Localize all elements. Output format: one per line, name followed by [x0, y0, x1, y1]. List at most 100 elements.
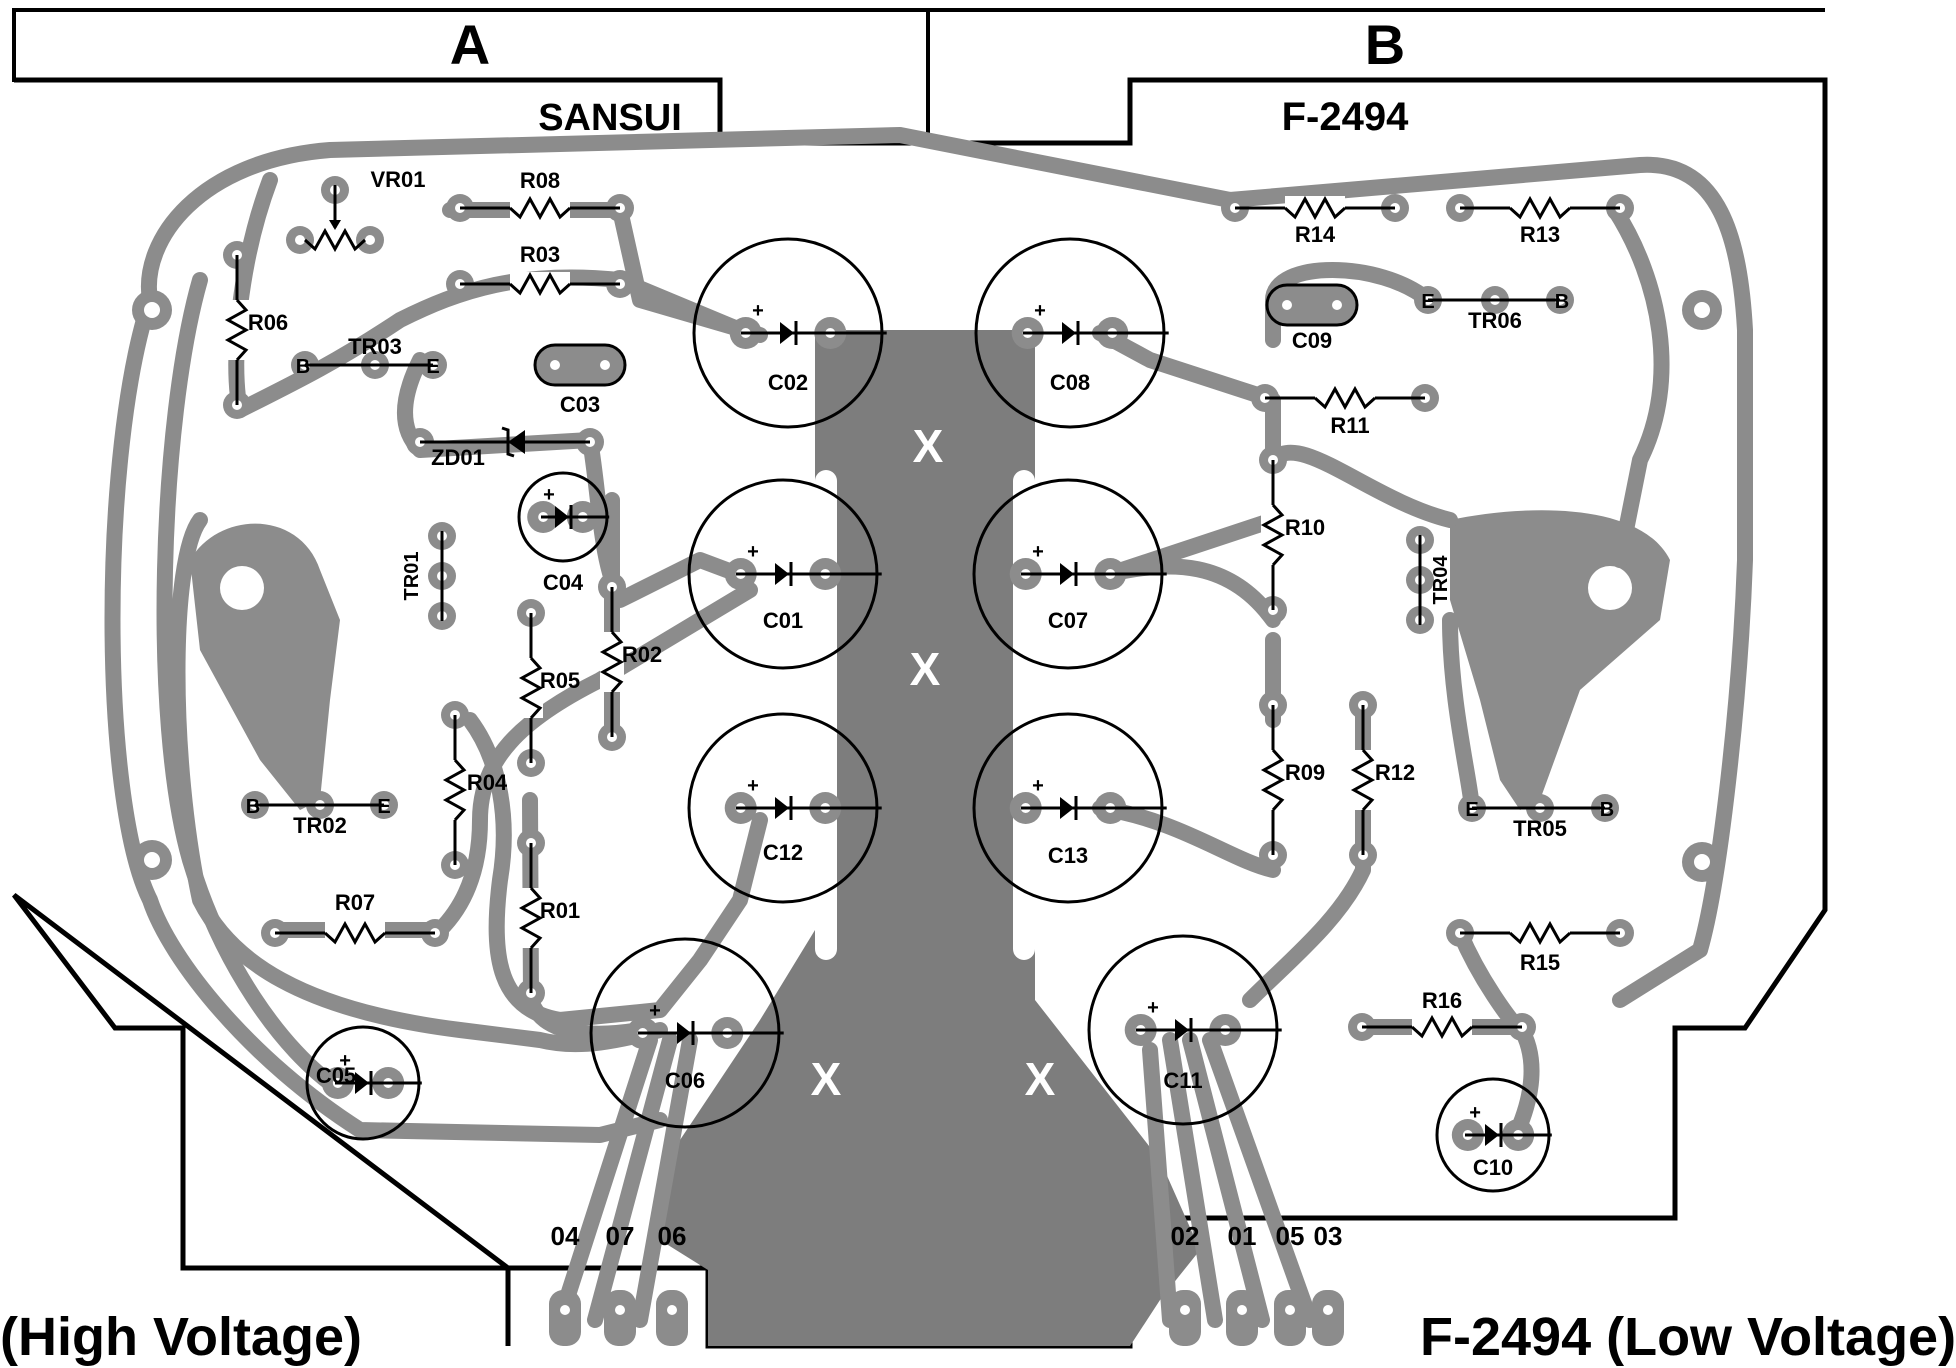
svg-text:B: B	[1600, 799, 1614, 821]
header-section-b: B F-2494	[928, 8, 1825, 145]
terminal-07: 07	[604, 1221, 636, 1346]
component-ref-label: R02	[622, 642, 662, 667]
component-ref-label: R05	[540, 668, 580, 693]
component-ref-label: R01	[540, 898, 580, 923]
mounting-hole	[1588, 566, 1632, 610]
component-r02: R02	[598, 573, 662, 751]
svg-text:B: B	[246, 796, 260, 818]
component-ref-label: R04	[467, 770, 508, 795]
svg-text:+: +	[747, 775, 759, 797]
component-r04: R04	[441, 701, 508, 879]
caption-right: F-2494 (Low Voltage)	[1420, 1307, 1956, 1367]
component-ref-label: C10	[1473, 1155, 1513, 1180]
component-c07: +C07	[972, 478, 1167, 670]
section-label-a: A	[450, 13, 490, 76]
svg-text:03: 03	[1314, 1221, 1343, 1251]
ground-plane	[660, 330, 1200, 1346]
svg-text:+: +	[649, 1000, 661, 1022]
component-vr01: VR01	[286, 167, 426, 254]
component-ref-label: R12	[1375, 760, 1415, 785]
component-ref-label: TR03	[348, 334, 402, 359]
svg-text:E: E	[1465, 799, 1478, 821]
svg-text:+: +	[1034, 300, 1046, 322]
component-ref-label: R09	[1285, 760, 1325, 785]
svg-text:X: X	[910, 643, 941, 695]
component-r11: R11	[1251, 384, 1439, 438]
component-ref-label: R08	[520, 168, 560, 193]
component-ref-label: R10	[1285, 515, 1325, 540]
terminal-01: 01	[1226, 1221, 1258, 1346]
terminal-03: 03	[1312, 1221, 1344, 1346]
component-tr01: TR01	[401, 522, 456, 630]
component-tr04: TR04	[1406, 526, 1452, 634]
component-c04: +C04	[517, 471, 610, 595]
component-c09: C09	[1265, 283, 1359, 353]
component-r05: R05	[517, 599, 580, 777]
component-ref-label: VR01	[370, 167, 425, 192]
svg-text:05: 05	[1276, 1221, 1305, 1251]
component-ref-label: C01	[763, 608, 803, 633]
svg-text:X: X	[913, 420, 944, 472]
terminal-05: 05	[1274, 1221, 1306, 1346]
caption-right-text: F-2494 (Low Voltage)	[1420, 1307, 1956, 1367]
component-c10: + C10	[1435, 1077, 1552, 1193]
terminal-02: 02	[1169, 1221, 1201, 1346]
component-ref-label: ZD01	[431, 445, 485, 470]
component-ref-label: R13	[1520, 222, 1560, 247]
section-label-b: B	[1365, 13, 1405, 76]
component-c03: C03	[533, 343, 627, 417]
component-r06: R06	[223, 241, 288, 419]
mounting-holes	[132, 290, 1722, 882]
component-ref-label: C09	[1292, 328, 1332, 353]
component-ref-label: TR06	[1468, 308, 1522, 333]
component-c12: + C12	[687, 712, 882, 904]
svg-text:E: E	[426, 356, 439, 378]
component-r01: R01	[517, 829, 580, 1007]
svg-text:01: 01	[1228, 1221, 1257, 1251]
component-ref-label: R15	[1520, 950, 1560, 975]
component-r10: R10	[1259, 446, 1325, 624]
component-c11: +C11	[1087, 934, 1282, 1126]
component-ref-label: C02	[768, 370, 808, 395]
caption-left-text: (High Voltage)	[0, 1307, 362, 1367]
component-ref-label: R03	[520, 242, 560, 267]
caption-left: (High Voltage)	[0, 1307, 520, 1367]
terminal-06: 06	[656, 1221, 688, 1346]
component-r08: R08	[446, 168, 634, 222]
mounting-hole	[220, 566, 264, 610]
component-ref-label: C03	[560, 392, 600, 417]
component-c02: + C02	[692, 237, 887, 429]
terminal-04: 04	[549, 1221, 581, 1346]
svg-text:+: +	[747, 541, 759, 563]
component-ref-label: C08	[1050, 370, 1090, 395]
heatsink-pad-right	[1450, 510, 1670, 810]
svg-text:+: +	[1032, 541, 1044, 563]
component-ref-label: R16	[1422, 988, 1462, 1013]
component-c13: +C13	[972, 712, 1167, 904]
component-ref-label: C06	[665, 1068, 705, 1093]
svg-text:B: B	[296, 356, 310, 378]
component-ref-label: TR05	[1513, 816, 1567, 841]
component-ref-label: R07	[335, 890, 375, 915]
svg-text:+: +	[1469, 1102, 1481, 1124]
component-c05: +C05	[305, 1025, 422, 1141]
component-ref-label: TR02	[293, 813, 347, 838]
component-r03: R03	[446, 242, 634, 298]
component-ref-label: C12	[763, 840, 803, 865]
svg-text:E: E	[377, 796, 390, 818]
component-ref-label: R06	[248, 310, 288, 335]
component-tr03: B E TR03	[291, 334, 447, 379]
component-tr05: B E TR05	[1458, 794, 1619, 841]
svg-text:+: +	[752, 300, 764, 322]
x-markers: X X X X	[811, 420, 1056, 1105]
svg-text:X: X	[1025, 1053, 1056, 1105]
component-r16: R16	[1348, 988, 1536, 1041]
component-ref-label: C04	[543, 570, 584, 595]
part-number-label: F-2494	[1282, 95, 1409, 139]
svg-text:+: +	[1032, 775, 1044, 797]
component-c01: + C01	[687, 478, 882, 670]
component-ref-label: R14	[1295, 222, 1336, 247]
component-r13: R13	[1446, 194, 1634, 247]
